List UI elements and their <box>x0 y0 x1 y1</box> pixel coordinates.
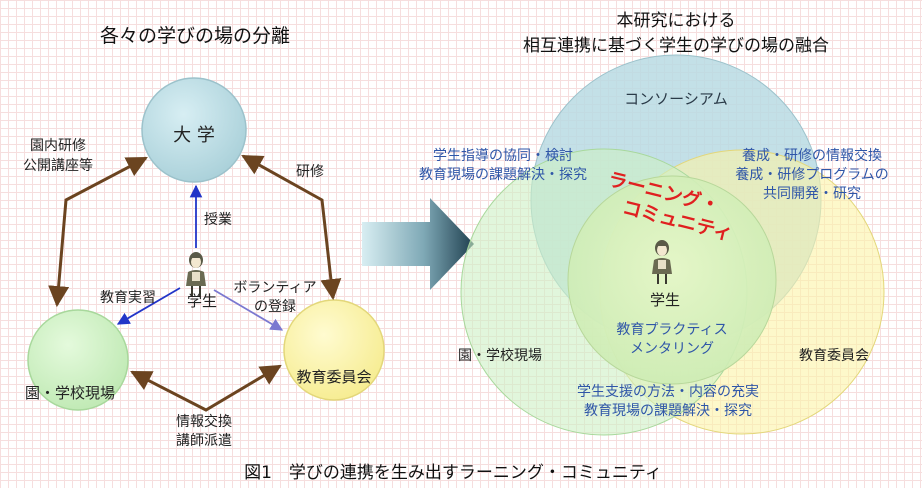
label-lecture: 授業 <box>204 212 232 228</box>
university-circle <box>141 77 247 183</box>
arrow-student-board <box>213 289 284 331</box>
arrow-school-board <box>130 364 282 412</box>
label-volunteer-2: の登録 <box>254 299 296 315</box>
practice-line2: メンタリング <box>630 341 714 357</box>
label-practicum: 教育実習 <box>100 290 156 306</box>
label-internal-training-2: 公開講座等 <box>23 157 93 174</box>
left-title: 各々の学びの場の分離 <box>100 25 290 47</box>
guidance-line1: 学生指導の協同・検討 <box>433 148 573 164</box>
board-label-left: 教育委員会 <box>296 368 371 386</box>
student-icon-left <box>185 251 207 297</box>
label-training: 研修 <box>296 164 324 180</box>
support-line1: 学生支援の方法・内容の充実 <box>577 383 759 400</box>
exchange-line3: 共同開発・研究 <box>763 186 861 202</box>
school-circle <box>27 309 129 411</box>
practice-line1: 教育プラクティス <box>616 322 727 338</box>
student-label-right: 学生 <box>650 291 680 309</box>
label-internal-training-1: 園内研修 <box>30 138 86 154</box>
arrow-student-school <box>116 287 181 325</box>
school-label-right: 園・学校現場 <box>458 347 542 364</box>
school-label-left: 園・学校現場 <box>25 384 115 402</box>
figure-caption: 図1 学びの連携を生み出すラーニング・コミュニティ <box>244 463 662 483</box>
guidance-line2: 教育現場の課題解決・探究 <box>419 167 587 183</box>
label-info-2: 講師派遣 <box>176 433 232 449</box>
arrow-university-board <box>241 154 342 301</box>
transition-arrow <box>362 198 474 290</box>
right-title-line2: 相互連携に基づく学生の学びの場の融合 <box>523 36 829 56</box>
student-label-left: 学生 <box>187 292 217 310</box>
support-line2: 教育現場の課題解決・探究 <box>584 403 752 419</box>
consortium-label: コンソーシアム <box>624 90 728 108</box>
exchange-line2: 養成・研修プログラムの <box>735 166 889 183</box>
community-circle <box>567 175 777 385</box>
label-volunteer-1: ボランティア <box>233 280 316 296</box>
exchange-line1: 養成・研修の情報交換 <box>742 147 882 164</box>
university-label: 大 学 <box>173 125 215 146</box>
board-label-right: 教育委員会 <box>799 348 869 364</box>
arrow-university-school <box>48 156 148 308</box>
right-title-line1: 本研究における <box>617 11 736 31</box>
label-info-1: 情報交換 <box>176 413 232 430</box>
